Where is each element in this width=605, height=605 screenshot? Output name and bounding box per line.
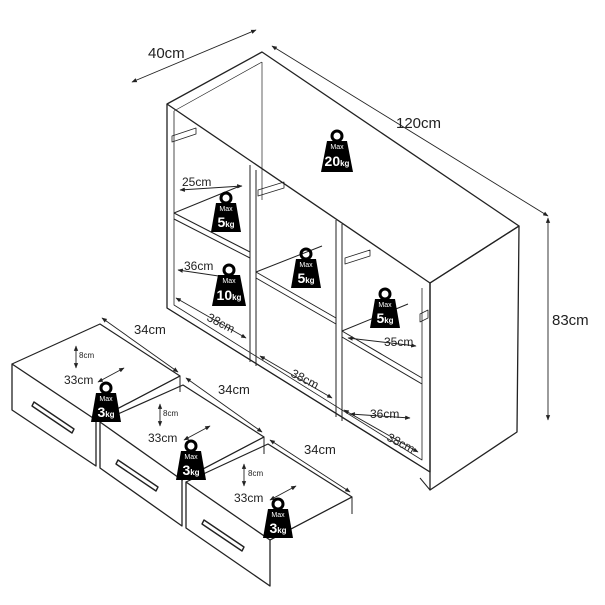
cabinet-divider-right	[335, 220, 343, 421]
weight-lower-left-max: Max	[222, 278, 236, 285]
dim-drawer-1-inner-label: 33cm	[64, 373, 93, 387]
dim-drawer-3-height-label: 8cm	[248, 469, 263, 478]
weight-drawer-1-max: Max	[99, 396, 113, 403]
dim-depth-label: 40cm	[148, 45, 185, 62]
drawer-1-front	[11, 363, 97, 467]
weight-icon-upper-left-shelf: Max 5kg	[211, 191, 241, 232]
dim-cube-right-label: 38cm	[385, 430, 418, 456]
weight-drawer-3-value: 3kg	[269, 520, 286, 536]
dim-right-lower-height-label: 36cm	[370, 407, 399, 421]
weight-icon-drawer-2: Max 3kg	[176, 439, 206, 480]
drawer-1-handle	[31, 401, 75, 434]
dim-drawer-2-width-label: 34cm	[218, 382, 250, 397]
weight-icon-right-shelf: Max 5kg	[370, 287, 400, 328]
dim-drawer-1-width-label: 34cm	[134, 322, 166, 337]
drawer-3-handle	[201, 519, 245, 552]
dim-cube-center-label: 38cm	[289, 366, 322, 392]
weight-center-max: Max	[299, 262, 313, 269]
cabinet-right-side	[429, 225, 520, 491]
cabinet-divider-left	[249, 165, 257, 366]
drawer-2-front	[99, 421, 183, 527]
weight-drawer-3-max: Max	[271, 512, 285, 519]
weight-icon-drawer-3: Max 3kg	[263, 497, 293, 538]
drawer-2-handle	[115, 459, 159, 492]
weight-upper-left-value: 5kg	[217, 214, 234, 230]
drawer-3-front	[185, 481, 271, 587]
weight-icon-drawer-1: Max 3kg	[91, 381, 121, 422]
dim-cube-left-label: 38cm	[205, 310, 238, 336]
weight-top-value: 20kg	[325, 153, 350, 169]
dim-drawer-1-height-label: 8cm	[79, 351, 94, 360]
weight-right-max: Max	[378, 302, 392, 309]
weight-drawer-2-max: Max	[184, 454, 198, 461]
dim-drawer-3-width-label: 34cm	[304, 442, 336, 457]
cabinet	[166, 51, 520, 491]
dimension-lines	[73, 29, 551, 501]
dim-right-shelf-depth-label: 35cm	[384, 335, 413, 349]
weight-top-max: Max	[330, 144, 344, 151]
dim-shelf-bottom-label: 36cm	[184, 259, 213, 273]
dim-drawer-3-inner-label: 33cm	[234, 491, 263, 505]
weight-drawer-2-value: 3kg	[182, 462, 199, 478]
weight-icon-center-shelf: Max 5kg	[291, 247, 321, 288]
weight-drawer-1-value: 3kg	[97, 404, 114, 420]
weight-icon-top: Max 20kg	[321, 129, 353, 172]
weight-right-value: 5kg	[376, 310, 393, 326]
dim-width-label: 120cm	[396, 115, 441, 132]
dim-drawer-2-inner-label: 33cm	[148, 431, 177, 445]
weight-lower-left-value: 10kg	[217, 287, 242, 303]
weight-icon-lower-left-shelf: Max 10kg	[212, 263, 246, 306]
dim-height-label: 83cm	[552, 312, 589, 329]
weight-upper-left-max: Max	[219, 206, 233, 213]
weight-center-value: 5kg	[297, 270, 314, 286]
dim-drawer-2-height-label: 8cm	[163, 409, 178, 418]
dim-shelf-top-label: 25cm	[182, 175, 211, 189]
